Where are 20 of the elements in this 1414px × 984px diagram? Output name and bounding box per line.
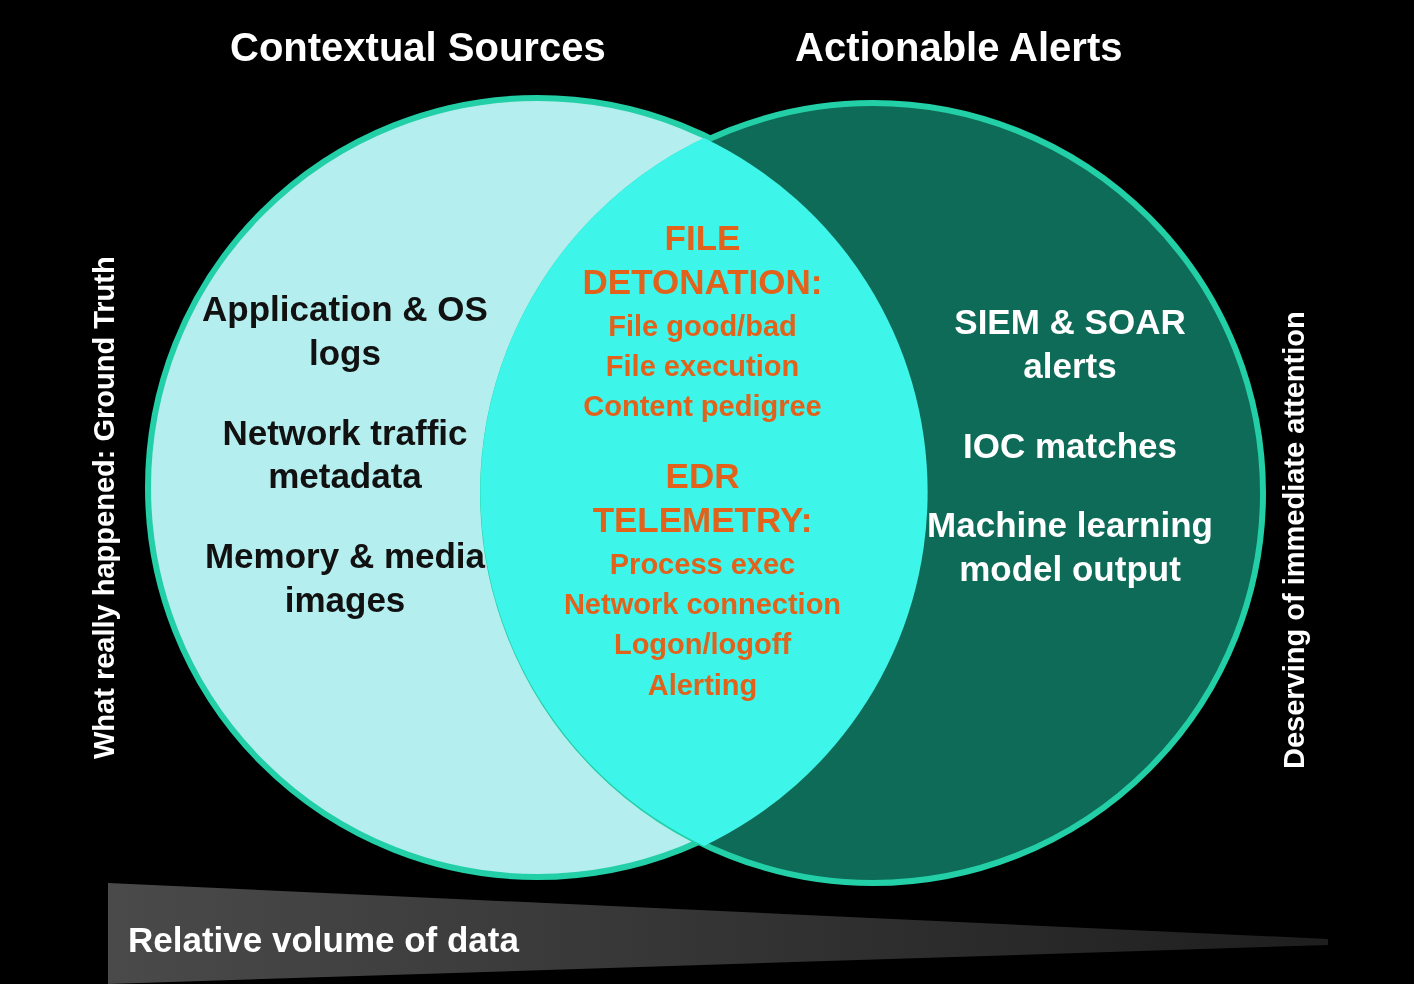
side-label: Deserving of immediate attention bbox=[1278, 310, 1311, 771]
item-text: Alerting bbox=[647, 667, 758, 703]
item-text: File good/bad bbox=[608, 308, 797, 344]
item-text: SIEM & SOAR alerts bbox=[953, 301, 1187, 387]
item-text: File execution bbox=[605, 348, 800, 384]
item-text: Process exec bbox=[609, 546, 796, 582]
side-label: What really happened: Ground Truth bbox=[88, 255, 121, 761]
item-text: Application & OS logs bbox=[201, 288, 489, 374]
item-text: Content pedigree bbox=[583, 389, 822, 424]
circle-heading: Contextual Sources bbox=[230, 25, 606, 70]
circle-heading: Actionable Alerts bbox=[795, 25, 1123, 70]
item-text: Machine learning model output bbox=[926, 504, 1214, 590]
item-text: IOC matches bbox=[963, 424, 1177, 467]
item-text: Network connection bbox=[563, 587, 842, 622]
item-text: Network traffic metadata bbox=[221, 411, 469, 498]
section-heading: FILE DETONATION: bbox=[581, 217, 824, 303]
item-text: Memory & media images bbox=[203, 535, 487, 621]
item-text: Logon/logoff bbox=[613, 627, 792, 663]
axis-label: Relative volume of data bbox=[128, 919, 519, 961]
section-heading: EDR TELEMETRY: bbox=[591, 455, 814, 541]
